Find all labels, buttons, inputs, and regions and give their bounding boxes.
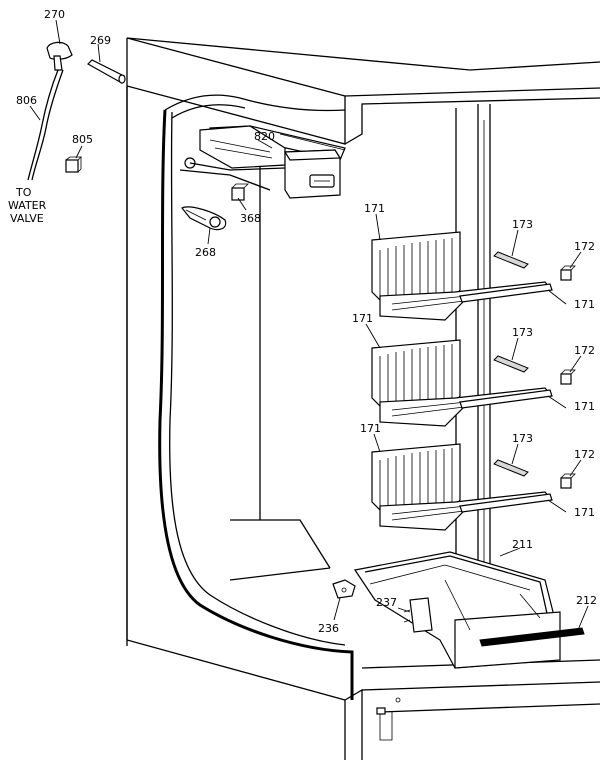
label-173-a: 173	[512, 218, 533, 231]
label-173-c: 173	[512, 432, 533, 445]
label-368: 368	[240, 212, 261, 225]
label-to-water-valve-2: WATER	[8, 199, 47, 212]
label-236: 236	[318, 622, 339, 635]
label-270: 270	[44, 8, 65, 21]
leader-lines	[29, 19, 589, 631]
bracket-part	[231, 183, 249, 201]
label-171-b: 171	[574, 298, 595, 311]
label-269: 269	[90, 34, 111, 47]
clip-part	[65, 156, 82, 173]
bucket-front-trim	[479, 627, 585, 647]
ice-bucket	[353, 551, 561, 669]
label-171-a: 171	[364, 202, 385, 215]
wire-shelf-3	[371, 443, 553, 531]
label-172-b: 172	[574, 344, 595, 357]
fill-tube	[87, 59, 126, 84]
label-171-e: 171	[360, 422, 381, 435]
shelf-support-173-a	[493, 251, 529, 269]
shelf-clip-172-a	[560, 265, 576, 281]
bracket-236-part	[332, 579, 356, 599]
label-805: 805	[72, 133, 93, 146]
part-labels: 270 269 806 805 TO WATER VALVE 820 368 2…	[8, 8, 597, 635]
shelf-support-173-c	[493, 459, 529, 477]
label-172-a: 172	[574, 240, 595, 253]
thermostat-part	[181, 206, 227, 231]
label-173-b: 173	[512, 326, 533, 339]
label-268: 268	[195, 246, 216, 259]
icemaker-assembly	[179, 125, 346, 199]
label-806: 806	[16, 94, 37, 107]
label-237: 237	[376, 596, 397, 609]
label-to-water-valve-1: TO	[15, 186, 32, 199]
label-820: 820	[254, 130, 275, 143]
cabinet-body	[126, 37, 601, 760]
label-211: 211	[512, 538, 533, 551]
label-171-c: 171	[352, 312, 373, 325]
shelf-clip-172-c	[560, 473, 576, 489]
label-212: 212	[576, 594, 597, 607]
label-to-water-valve-3: VALVE	[10, 212, 44, 225]
wire-shelf-1	[371, 231, 553, 321]
label-171-d: 171	[574, 400, 595, 413]
fill-tube-fitting	[27, 41, 73, 181]
shelf-clip-172-b	[560, 369, 576, 385]
label-171-f: 171	[574, 506, 595, 519]
label-172-c: 172	[574, 448, 595, 461]
wire-shelf-2	[371, 339, 553, 427]
shelf-support-173-b	[493, 355, 529, 373]
